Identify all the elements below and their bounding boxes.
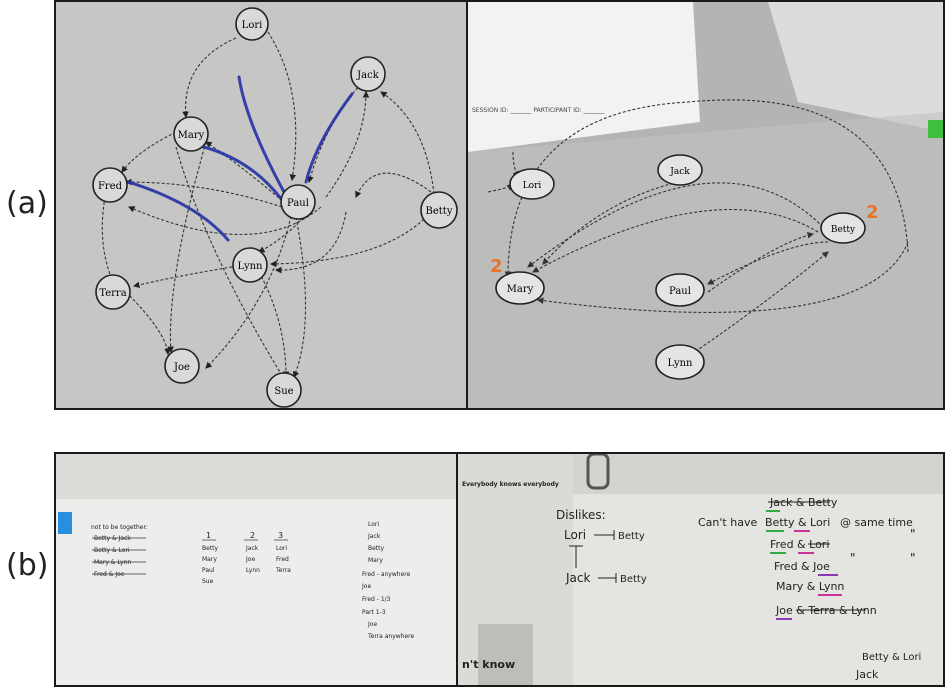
- right-list-item: Terra anywhere: [367, 633, 415, 640]
- node-lori: Lori: [235, 7, 269, 41]
- svg-text:Paul: Paul: [669, 286, 691, 297]
- right-list-item: Joe: [361, 583, 371, 590]
- node-lynn-right: Lynn: [655, 344, 705, 380]
- right-list-item: Mary: [368, 557, 383, 564]
- svg-text:Terra: Terra: [99, 288, 126, 299]
- column-item: Joe: [245, 556, 255, 563]
- column-header: 3: [278, 531, 283, 540]
- dislike-betty-2: Betty: [620, 574, 647, 585]
- svg-text:Lori: Lori: [242, 20, 263, 31]
- node-lynn: Lynn: [232, 247, 268, 283]
- graph-a-left-nodes: Lori Jack Mary Fred Paul Betty Lynn Terr…: [92, 7, 458, 408]
- svg-text:Joe: Joe: [173, 362, 190, 373]
- svg-text:Mary: Mary: [507, 284, 534, 295]
- ditto-mark: ": [910, 527, 916, 541]
- right-list-item: Fred - 1/3: [362, 596, 391, 603]
- svg-text:Lynn: Lynn: [668, 358, 694, 369]
- photo-a-left-graph: Lori Jack Mary Fred Paul Betty Lynn Terr…: [54, 0, 468, 410]
- photo-b-left-notes: not to be together: Betty & Jack Betty &…: [54, 452, 460, 687]
- printed-text-top: Everybody knows everybody: [462, 481, 559, 488]
- crossed-item: Betty & Jack: [94, 535, 131, 542]
- column-item: Fred: [276, 556, 289, 563]
- node-joe: Joe: [164, 348, 200, 384]
- mark-2-mary: 2: [490, 256, 503, 277]
- right-list-item: Fred - anywhere: [362, 571, 411, 578]
- svg-text:Lynn: Lynn: [238, 261, 264, 272]
- dislike-lori: Lori: [564, 528, 586, 542]
- column-header: 2: [250, 531, 255, 540]
- node-mary: Mary: [173, 116, 209, 152]
- svg-text:Lori: Lori: [523, 181, 542, 191]
- column-header: 1: [206, 531, 211, 540]
- svg-text:Mary: Mary: [178, 130, 205, 141]
- svg-text:Jack: Jack: [669, 167, 690, 177]
- node-sue: Sue: [266, 372, 302, 408]
- node-paul: Paul: [280, 184, 316, 220]
- node-paul-right: Paul: [655, 273, 705, 307]
- column-item: Betty: [202, 545, 219, 552]
- ditto-mark: ": [850, 551, 856, 565]
- dislikes-title: Dislikes:: [556, 508, 606, 522]
- node-mary-right: Mary: [495, 271, 545, 305]
- svg-text:Fred: Fred: [98, 181, 123, 192]
- right-list-item: Lori: [368, 521, 379, 528]
- crossed-item: Fred & Joe: [94, 571, 125, 578]
- right-list-item: Part 1-3: [362, 609, 386, 616]
- panel-label-b: (b): [6, 548, 49, 583]
- constraint-line-4: Fred & Joe: [774, 560, 830, 573]
- worksheet-header: SESSION ID: _______ PARTICIPANT ID: ____…: [472, 107, 606, 114]
- svg-text:Jack: Jack: [356, 70, 380, 81]
- panel-label-a: (a): [6, 186, 48, 221]
- column-item: Lori: [276, 545, 287, 552]
- right-list-item: Betty: [368, 545, 385, 552]
- right-list-item: Jack: [367, 533, 381, 540]
- constraint-line-5: Mary & Lynn: [776, 580, 844, 593]
- constraint-line-2: Betty & Lori: [765, 516, 830, 529]
- node-terra: Terra: [95, 274, 131, 310]
- bottom-note-2: Jack: [855, 668, 879, 681]
- crossed-item: Betty & Lori: [94, 547, 130, 554]
- mark-2-betty: 2: [866, 202, 879, 223]
- photo-b-right-notes: Everybody knows everybody n't know Disli…: [456, 452, 945, 687]
- svg-text:Betty: Betty: [426, 206, 453, 217]
- column-item: Lynn: [246, 567, 260, 574]
- dislike-jack: Jack: [565, 571, 590, 585]
- column-item: Jack: [245, 545, 259, 552]
- node-fred: Fred: [92, 167, 128, 203]
- svg-text:Paul: Paul: [287, 198, 309, 209]
- svg-text:Sue: Sue: [274, 386, 293, 397]
- photo-a-right-graph: SESSION ID: _______ PARTICIPANT ID: ____…: [466, 0, 945, 410]
- column-item: Sue: [202, 578, 214, 585]
- printed-text-bottom: n't know: [462, 658, 515, 671]
- column-item: Paul: [202, 567, 215, 574]
- right-list-item: Joe: [367, 621, 377, 628]
- column-item: Mary: [202, 556, 217, 563]
- dislike-betty: Betty: [618, 531, 645, 542]
- node-betty: Betty: [420, 191, 458, 229]
- ditto-mark: ": [910, 551, 916, 565]
- node-jack-right: Jack: [657, 154, 703, 186]
- crossed-item: Mary & Lynn: [94, 559, 132, 566]
- graph-a-right-nodes: Lori Jack Betty Mary Paul Lynn: [495, 154, 866, 380]
- node-betty-right: Betty: [820, 212, 866, 244]
- node-lori-right: Lori: [509, 168, 555, 200]
- bottom-note-1: Betty & Lori: [862, 652, 921, 663]
- svg-text:Betty: Betty: [831, 225, 856, 235]
- not-together-title: not to be together:: [91, 524, 148, 531]
- constraint-line-3: Fred & Lori: [770, 538, 829, 551]
- cant-have-label: Can't have: [698, 516, 757, 529]
- constraint-line-2-suffix: @ same time: [840, 516, 913, 529]
- node-jack: Jack: [350, 56, 386, 92]
- column-item: Terra: [275, 567, 291, 574]
